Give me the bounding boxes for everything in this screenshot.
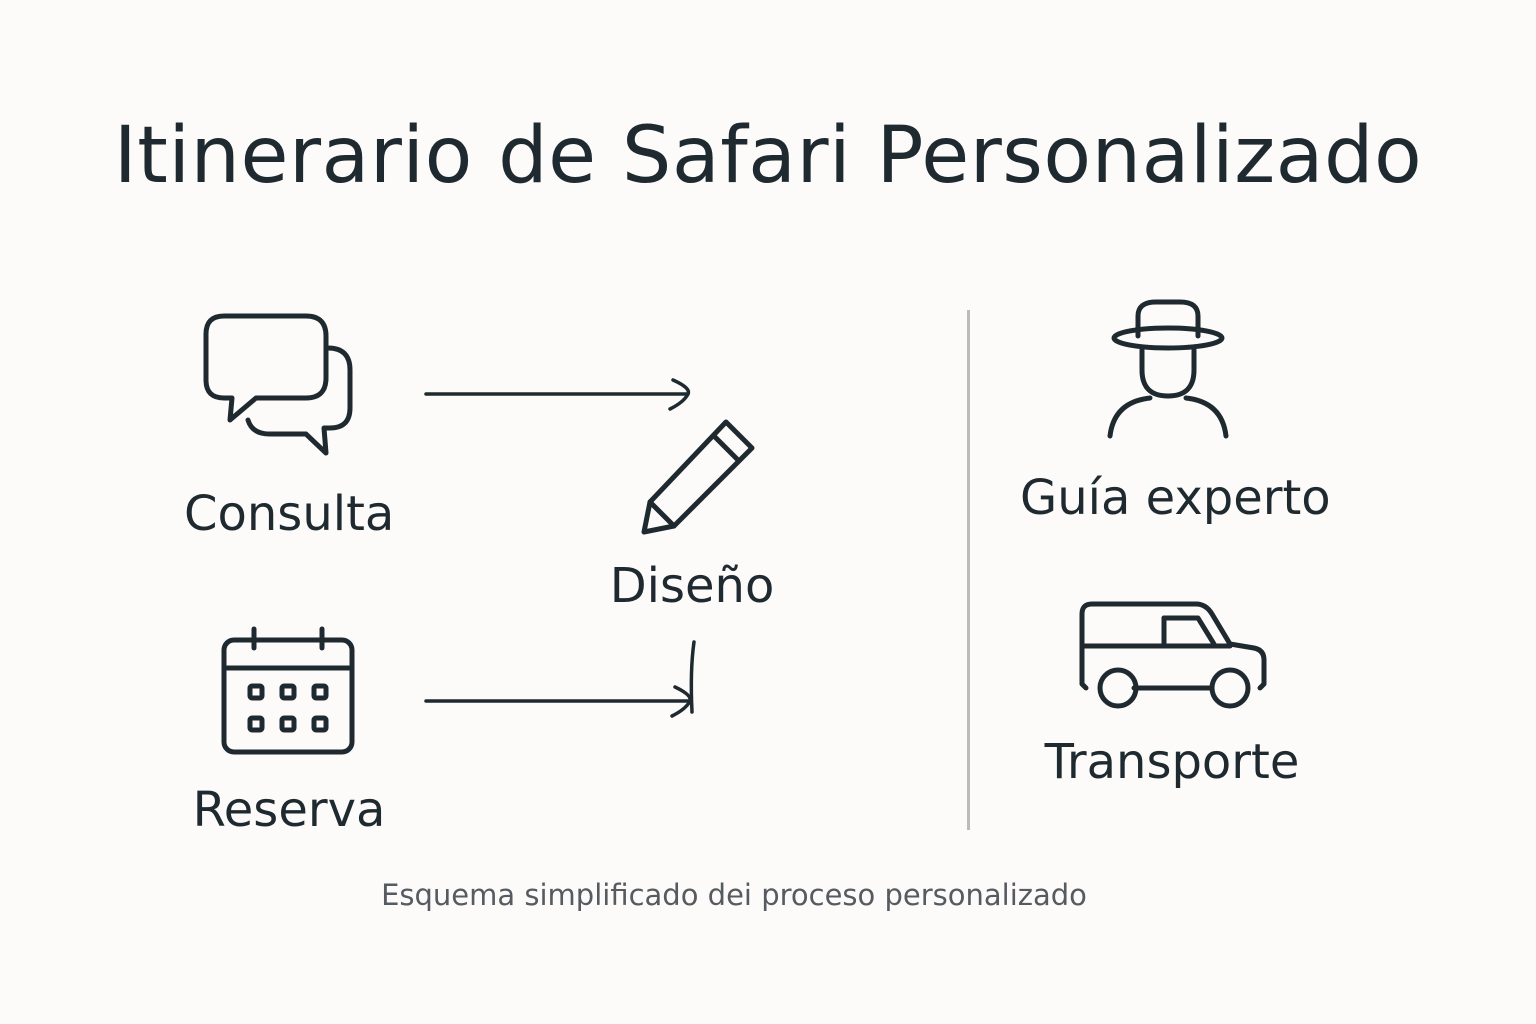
service-label-transporte: Transporte — [1044, 734, 1300, 790]
calendar-icon — [221, 626, 355, 755]
pencil-icon — [641, 419, 755, 535]
step-label-reserva: Reserva — [192, 782, 386, 838]
step-label-diseno: Diseño — [609, 558, 775, 614]
service-label-guia: Guía experto — [1020, 470, 1331, 526]
arrow-consulta-to-diseno — [424, 378, 691, 411]
guide-hat-icon — [1107, 299, 1229, 439]
chat-bubbles-icon — [203, 313, 353, 456]
section-divider — [967, 310, 970, 830]
arrow-reserva-to-diseno — [424, 640, 696, 718]
page-title: Itinerario de Safari Personalizado — [113, 111, 1423, 201]
diagram-caption: Esquema simplificado dei proceso persona… — [381, 878, 1087, 912]
safari-vehicle-icon — [1079, 601, 1267, 709]
step-label-consulta: Consulta — [184, 486, 395, 542]
